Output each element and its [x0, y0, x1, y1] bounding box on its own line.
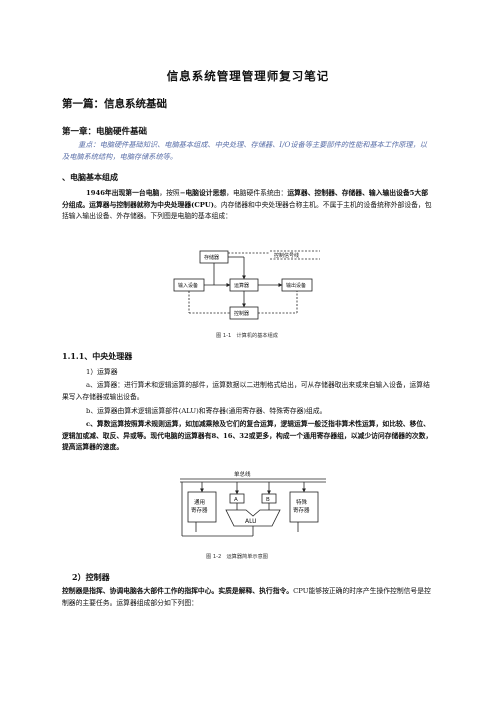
item-a-paragraph: a、运算器：进行算术和逻辑运算的部件，运算数据以二进制格式给出，可从存储器取出来… [62, 381, 430, 401]
controller-bold: 控制器是指挥、协调电脑各大部件工作的指挥中心。实质是解释、执行指令。 [62, 587, 294, 595]
section-cpu-title: 1.1.1、中央处理器 [62, 351, 133, 361]
item-c-paragraph: c、算数运算按照算术规则运算，如加减乘除及它们的复合运算，逻辑运算一般泛指非算术… [62, 420, 433, 451]
section-basic-composition-paragraph: 1946年出现第一台电脑，按照−电脑设计思想，电脑硬件系统由：运算器、控制器、存… [62, 188, 434, 223]
item-alu-label: 1）运算器 [86, 368, 118, 376]
section-basic-composition-title: 、电脑基本组成 [62, 172, 118, 182]
fig2-a-label: A [234, 497, 238, 503]
item-b-paragraph: b、运算器由算术逻辑运算部件(ALU)和寄存器(通用寄存器、特殊寄存器)组成。 [86, 407, 327, 415]
item-controller-label: 2）控制器 [72, 572, 110, 582]
chapter-title: 第一章：电脑硬件基础 [62, 127, 148, 137]
para-bold-2: −电脑设计思想 [179, 189, 227, 197]
part-title: 第一篇：信息系统基础 [62, 98, 167, 110]
fig2-alu-label: ALU [245, 518, 257, 525]
fig1-controller-label: 控制器 [234, 310, 249, 317]
fig2-general-reg-label-2: 寄存器 [191, 506, 208, 514]
fig1-output-label: 输出设备 [286, 282, 306, 289]
para-bold-3: 运算器、控制器、存储器、输入输出设备5大部分组成。运算器与控制器就称为中央处理器… [62, 189, 429, 209]
para-text-3: 。内存储器和中央处理器合称主机。不属于主机的设备统称外部设备，包括输入输出设备、… [62, 200, 432, 221]
para-text-2: ，电脑硬件系统由： [226, 189, 288, 197]
figure-1-caption: 图 1-1 计算机的基本组成 [216, 333, 278, 339]
special-register-box [289, 491, 319, 523]
figure-alu-diagram: 单总线 通用 寄存器 特殊 寄存器 A B ALU [180, 470, 326, 537]
fig1-input-label: 输入设备 [178, 282, 198, 289]
fig1-storage-label: 存储器 [204, 254, 219, 261]
controller-text: CPU能够按正确的时序产生操作控制信号是控制器的主要任务。运算器组成部分如下列图… [62, 587, 431, 607]
figure-computer-composition: 存储器 控制信号线 输入设备 运算器 输出设备 控制器 [173, 250, 320, 320]
fig2-b-label: B [266, 497, 270, 503]
item-controller-paragraph: 控制器是指挥、协调电脑各大部件工作的指挥中心。实质是解释、执行指令。CPU能够按… [62, 586, 434, 609]
general-register-box [187, 491, 217, 523]
para-bold-1: 1946年出现第一台电脑 [86, 189, 160, 197]
fig2-special-reg-label-1: 特殊 [296, 498, 308, 506]
para-text-1: ，按照 [159, 189, 180, 197]
fig1-control-signal-label: 控制信号线 [274, 252, 299, 259]
fig2-general-reg-label-1: 通用 [194, 498, 205, 506]
document-title: 信息系统管理管理师复习笔记 [166, 69, 330, 83]
fig1-alu-label: 运算器 [234, 282, 249, 289]
alu-shape [225, 509, 281, 527]
figure-2-caption: 图 1-2 运算器简单示意图 [206, 554, 268, 560]
key-points-note: 重点：电脑硬件基础知识、电脑基本组成、中央处理、存储器、I/O设备等主要部件的性… [62, 140, 427, 161]
fig2-bus-label: 单总线 [234, 470, 251, 478]
fig2-special-reg-label-2: 寄存器 [293, 506, 310, 514]
